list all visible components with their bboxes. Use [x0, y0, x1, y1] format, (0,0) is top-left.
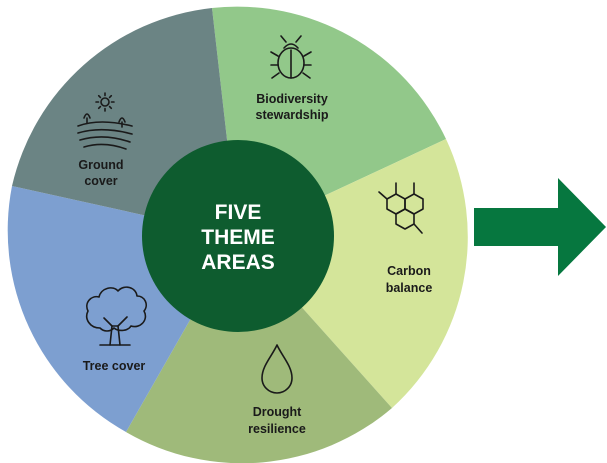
right-arrow-icon: [474, 178, 606, 276]
label-carbon-line-1: Carbon: [387, 264, 431, 278]
label-ground-line-1: Ground: [78, 158, 123, 172]
tree-icon: [85, 286, 147, 346]
molecule-icon: [378, 182, 424, 234]
label-biodiversity-line-2: stewardship: [256, 108, 329, 122]
label-biodiversity-line-1: Biodiversity: [256, 92, 328, 106]
label-ground-line-2: cover: [84, 174, 117, 188]
center-title-line-1: FIVE: [215, 201, 262, 224]
segment-drought-resilience: [126, 236, 392, 463]
label-carbon-balance: Carbon balance: [386, 264, 433, 295]
center-title-line-3: AREAS: [201, 251, 275, 274]
water-drop-icon: [261, 344, 293, 394]
label-tree-cover: Tree cover: [83, 359, 146, 373]
beetle-icon: [270, 35, 312, 79]
label-drought-line-2: resilience: [248, 422, 306, 436]
label-drought-line-1: Drought: [253, 405, 302, 419]
center-title-line-2: THEME: [201, 226, 275, 249]
center-circle: [142, 140, 334, 332]
segment-carbon-balance: [238, 139, 468, 408]
label-tree-line-1: Tree cover: [83, 359, 146, 373]
label-ground-cover: Ground cover: [78, 158, 123, 188]
label-carbon-line-2: balance: [386, 281, 433, 295]
field-sun-icon: [77, 92, 133, 150]
label-drought-resilience: Drought resilience: [248, 405, 306, 436]
label-biodiversity: Biodiversity stewardship: [256, 92, 329, 122]
center-title: FIVE THEME AREAS: [201, 201, 275, 274]
